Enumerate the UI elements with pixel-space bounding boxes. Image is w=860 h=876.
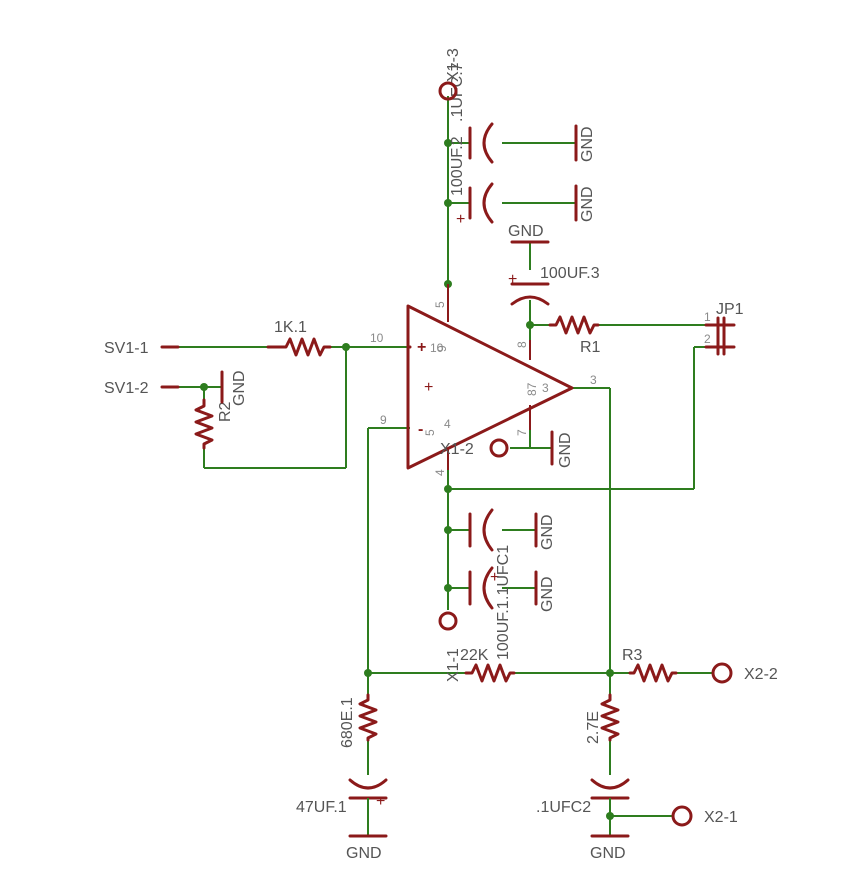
pin-10-inside: 10 — [430, 341, 444, 355]
gnd-r2: GND — [220, 370, 248, 406]
wires — [178, 96, 712, 817]
pin-9-left: 9 — [380, 413, 387, 427]
label-1ufc1: .1UFC1 — [495, 545, 512, 600]
gnd-bottom-1: GND — [534, 512, 556, 550]
pin-9-inside: 9 — [435, 345, 449, 352]
label-r1: R1 — [580, 339, 601, 356]
resistor-r1: R1 — [548, 315, 601, 356]
gnd-100uf3: GND — [508, 223, 550, 244]
pin-8: 8 — [515, 341, 529, 348]
label-x2-2: X2-2 — [744, 666, 778, 683]
capacitor-top-1 — [468, 122, 494, 164]
pin-4-inside: 4 — [444, 417, 451, 431]
label-1ufc7: .1UFC.7 — [449, 62, 466, 122]
jp1-pin-2: 2 — [704, 332, 711, 346]
pin-4-bottom: 4 — [433, 469, 447, 476]
label-sv1-1: SV1-1 — [104, 340, 149, 357]
gnd-label-100uf3: GND — [508, 223, 544, 240]
gnd-top-1: GND — [574, 124, 596, 162]
pin-7: 7 — [515, 429, 529, 436]
label-sv1-2: SV1-2 — [104, 380, 149, 397]
connector-x2-2: X2-2 — [711, 662, 778, 684]
gnd-47uf: GND — [346, 834, 388, 862]
gnd-label-top-2: GND — [579, 186, 596, 222]
gnd-bottom-2: GND — [534, 570, 556, 612]
gnd-label-47uf: GND — [346, 845, 382, 862]
opamp-minus-input: - — [418, 421, 423, 438]
resistor-680: 680E.1 — [339, 693, 378, 748]
label-r3: R3 — [622, 647, 643, 664]
label-jp1: JP1 — [716, 301, 744, 318]
capacitor-bottom-2: + — [468, 566, 499, 610]
capacitor-top-2: + — [456, 182, 494, 228]
polarity-plus-100uf3: + — [508, 271, 517, 288]
capacitor-47uf: + 47UF.1 — [296, 778, 388, 836]
resistor-r3: R3 — [622, 647, 678, 683]
gnd-label-bottom-1: GND — [539, 514, 556, 550]
gnd-top-2: GND — [574, 184, 596, 222]
jumper-jp1: JP1 1 2 — [704, 301, 744, 356]
pin-5-inside: 5 — [423, 429, 437, 436]
connector-x2-1: X2-1 — [671, 805, 738, 827]
label-2-7: 2.7E — [585, 711, 602, 744]
resistor-2-7: 2.7E — [585, 693, 620, 744]
gnd-pin7: GND — [550, 430, 574, 468]
gnd-label-bottom-2: GND — [539, 576, 556, 612]
junctions — [200, 139, 614, 820]
polarity-plus-bottom: + — [490, 569, 499, 586]
resistor-r2: R2 — [194, 398, 234, 450]
label-47uf: 47UF.1 — [296, 799, 347, 816]
capacitor-1ufc2: .1UFC2 — [536, 778, 630, 836]
label-680: 680E.1 — [339, 697, 356, 748]
label-x1-1: X1-1 — [445, 648, 462, 682]
gnd-1ufc2: GND — [590, 834, 630, 862]
label-x2-1: X2-1 — [704, 809, 738, 826]
resistor-22k: 22K — [460, 647, 516, 683]
connector-sv1-2: SV1-2 — [104, 380, 180, 397]
label-r2: R2 — [217, 401, 234, 422]
polarity-plus-top: + — [456, 211, 465, 228]
connector-sv1-1: SV1-1 — [104, 340, 180, 357]
label-x1-3: X1-3 — [445, 48, 462, 82]
gnd-label-top-1: GND — [579, 126, 596, 162]
gnd-label-r2: GND — [231, 370, 248, 406]
pin-3-out: 3 — [590, 373, 597, 387]
jp1-pin-1: 1 — [704, 310, 711, 324]
connector-x1-2: X1-2 — [440, 438, 509, 458]
label-100uf3: 100UF.3 — [540, 265, 600, 282]
polarity-plus-47uf: + — [376, 793, 385, 810]
opamp-symbol: + - + 10 10 9 9 5 5 8 87 3 3 7 4 4 — [370, 284, 597, 476]
label-100uf-bottom: 100UF.1 — [495, 600, 512, 660]
label-22k: 22K — [460, 647, 489, 664]
pin-10-left: 10 — [370, 331, 384, 345]
connector-x1-1: X1-1 — [438, 611, 462, 682]
label-x1-2: X1-2 — [440, 441, 474, 458]
gnd-label-1ufc2: GND — [590, 845, 626, 862]
connector-x1-3: X1-3 — [438, 48, 462, 101]
pin-87: 87 — [525, 382, 539, 396]
gnd-label-pin7: GND — [557, 432, 574, 468]
label-1ufc2: .1UFC2 — [536, 799, 591, 816]
opamp-plus-input: + — [417, 339, 426, 356]
capacitor-100uf3: + 100UF.3 — [508, 265, 600, 306]
resistor-1k: 1K.1 — [266, 319, 332, 357]
capacitor-bottom-1 — [468, 508, 494, 552]
opamp-mid-plus: + — [424, 379, 433, 396]
pin-5-top: 5 — [433, 301, 447, 308]
label-100uf-top: 100UF.2 — [449, 136, 466, 196]
pin-3-inside: 3 — [542, 381, 549, 395]
label-1k: 1K.1 — [274, 319, 307, 336]
